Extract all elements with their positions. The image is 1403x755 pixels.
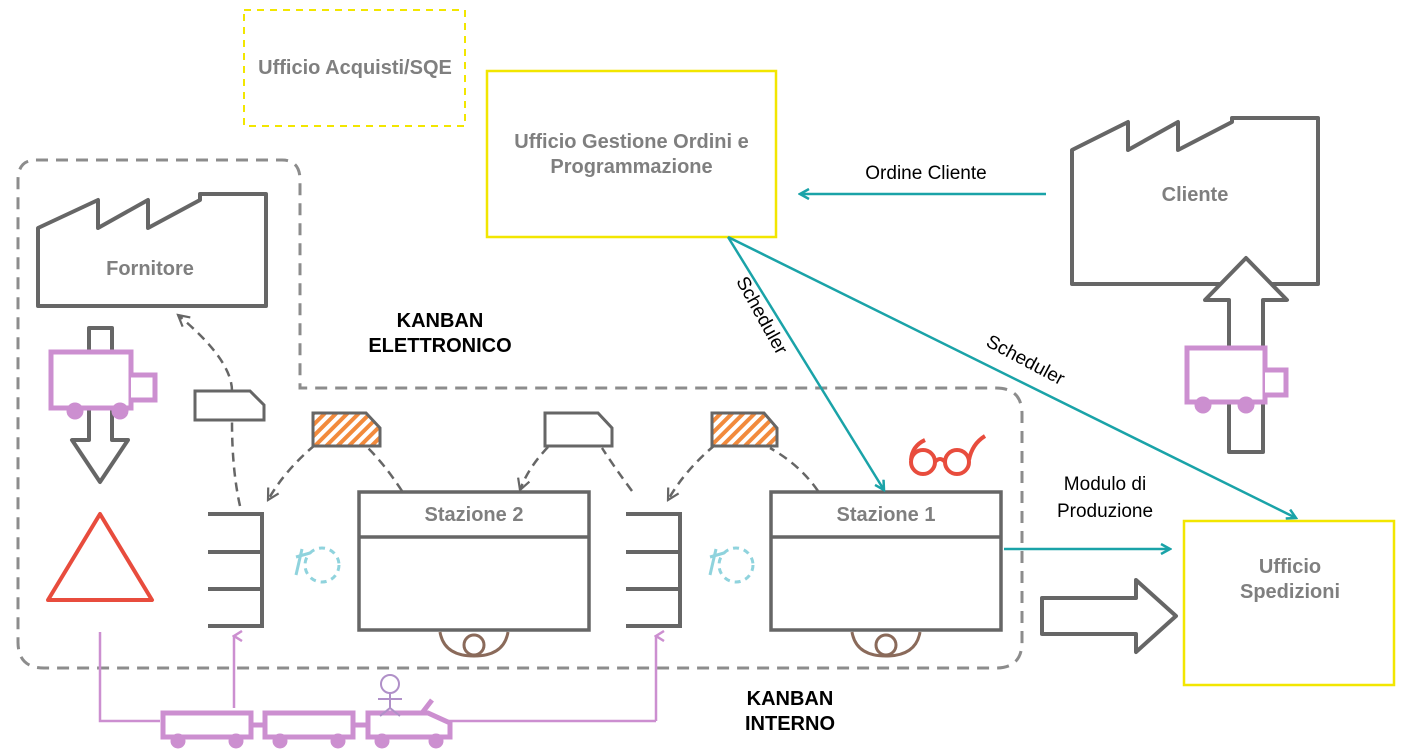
glasses-icon bbox=[909, 434, 987, 476]
cliente-label: Cliente bbox=[1110, 180, 1280, 210]
kanban-flow-card-to-shelf1 bbox=[268, 444, 316, 500]
shipment-right-arrow bbox=[1040, 578, 1178, 654]
milk-run-line bbox=[98, 632, 160, 723]
stazione-2-box bbox=[357, 490, 591, 632]
cliente-text: Cliente bbox=[1161, 183, 1229, 206]
tugger-train-icon bbox=[160, 698, 453, 749]
withdrawal-icon-2 bbox=[708, 546, 755, 584]
supermarket-shelf-2 bbox=[626, 512, 682, 628]
spedizioni-text: Ufficio Spedizioni bbox=[1240, 556, 1340, 603]
kanban-flow-card-to-stazione2 bbox=[520, 446, 549, 490]
kanban-interno-text: KANBAN INTERNO bbox=[745, 688, 835, 735]
stazione-2-text: Stazione 2 bbox=[424, 503, 524, 526]
kanban-card-hatched-2 bbox=[710, 411, 779, 448]
kanban-card-production-1 bbox=[193, 389, 266, 422]
truck-fornitore-icon bbox=[48, 349, 158, 420]
kanban-card-production-2 bbox=[543, 411, 614, 448]
gestione-text: Ufficio Gestione Ordini e Programmazione bbox=[514, 131, 749, 178]
kanban-flow-to-fornitore bbox=[178, 315, 234, 392]
stazione-2-label: Stazione 2 bbox=[361, 500, 587, 530]
kanban-card-hatched-1 bbox=[311, 411, 382, 448]
spedizioni-label: Ufficio Spedizioni bbox=[1210, 550, 1370, 610]
driver-figure-icon bbox=[378, 674, 402, 717]
acquisti-label: Ufficio Acquisti/SQE bbox=[250, 38, 460, 98]
kanban-elettronico-label: KANBAN ELETTRONICO bbox=[340, 302, 540, 366]
fornitore-factory-icon bbox=[36, 192, 268, 308]
ordine-cliente-label: Ordine Cliente bbox=[865, 163, 987, 184]
operator-icon-stazione-2 bbox=[438, 631, 510, 658]
stazione-1-label: Stazione 1 bbox=[773, 500, 999, 530]
kanban-elettronico-text: KANBAN ELETTRONICO bbox=[368, 310, 512, 357]
kanban-flow-stazione1-to-card bbox=[769, 446, 820, 492]
supermarket-shelf-1 bbox=[208, 512, 264, 628]
withdrawal-icon-1 bbox=[294, 546, 341, 584]
gestione-box bbox=[485, 69, 778, 239]
kanban-flow-stazione2-to-card bbox=[367, 447, 404, 492]
stazione-1-text: Stazione 1 bbox=[836, 503, 936, 526]
scheduler-arrow-stazione1 bbox=[726, 236, 884, 490]
inventory-triangle bbox=[46, 512, 154, 602]
operator-icon-stazione-1 bbox=[850, 631, 922, 658]
acquisti-box bbox=[243, 9, 466, 127]
fornitore-label: Fornitore bbox=[60, 254, 240, 284]
scheduler-arrow-spedizioni bbox=[727, 235, 1296, 518]
kanban-interno-label: KANBAN INTERNO bbox=[715, 680, 865, 744]
gestione-label: Ufficio Gestione Ordini e Programmazione bbox=[505, 108, 758, 202]
kanban-elettronico-boundary bbox=[16, 158, 1024, 670]
modulo-produzione-label: Modulo di Produzione bbox=[1056, 474, 1154, 522]
fornitore-text: Fornitore bbox=[106, 257, 194, 280]
cliente-factory-icon bbox=[1070, 116, 1320, 286]
acquisti-text: Ufficio Acquisti/SQE bbox=[258, 56, 452, 79]
stazione-1-box bbox=[769, 490, 1003, 632]
kanban-flow-shelf2-to-card bbox=[600, 447, 634, 492]
kanban-flow-shelf1-to-card bbox=[230, 421, 242, 507]
truck-cliente-icon bbox=[1184, 345, 1289, 414]
kanban-flow-card-to-shelf2 bbox=[668, 444, 716, 500]
spedizioni-box bbox=[1182, 519, 1396, 687]
